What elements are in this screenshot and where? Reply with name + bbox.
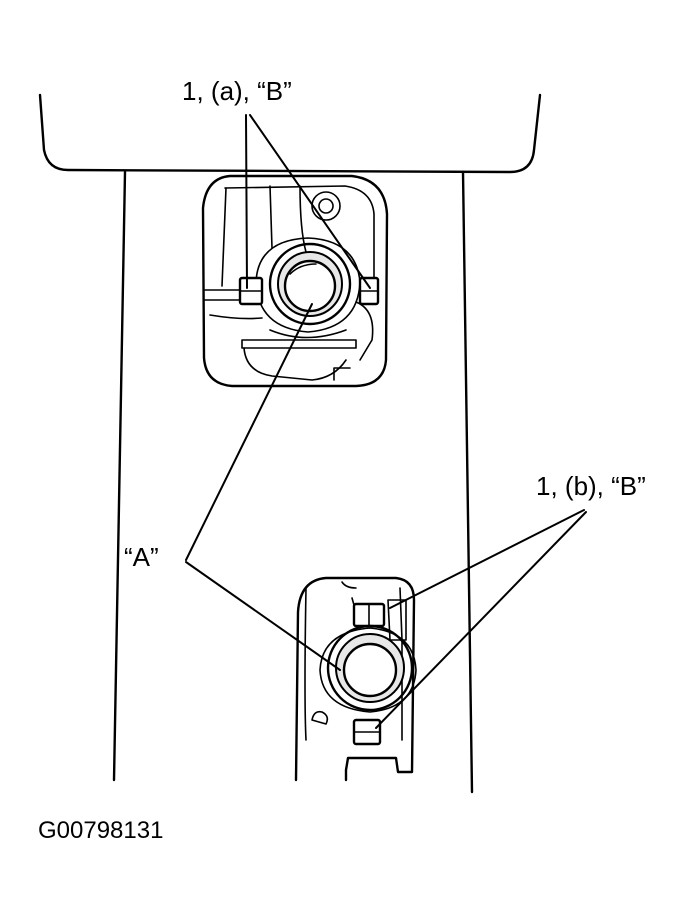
column-right-rail [461,170,474,794]
shaft-callout-label: “A” [124,542,159,572]
upper-callout-label: 1, (a), “B” [182,76,292,106]
column-left-rail [112,170,127,782]
upper-bracket [201,174,389,388]
leader-lines [185,114,587,729]
lower-bracket [294,576,417,782]
lower-callout-label: 1, (b), “B” [536,471,646,501]
figure-code: G00798131 [38,817,163,844]
upper-panel [38,93,542,174]
